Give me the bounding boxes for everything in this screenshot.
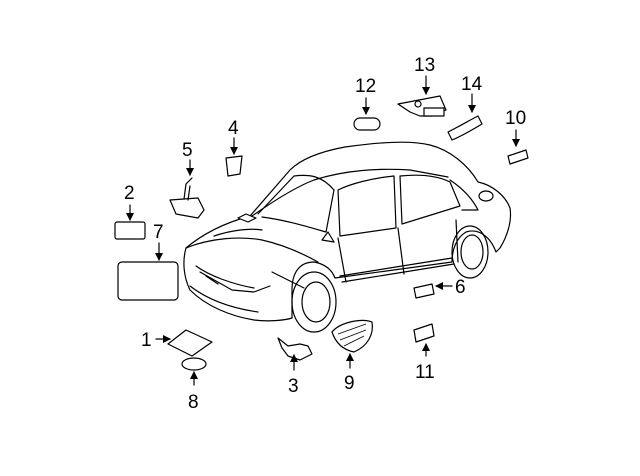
sedan-illustration bbox=[183, 141, 512, 333]
callout-1: 1 bbox=[141, 330, 152, 351]
callout-6: 6 bbox=[455, 277, 466, 298]
callout-9: 9 bbox=[344, 373, 355, 394]
callout-5: 5 bbox=[182, 140, 193, 161]
callout-13: 13 bbox=[414, 55, 435, 76]
part-8-plug-shape bbox=[181, 357, 207, 371]
callout-7: 7 bbox=[153, 222, 164, 243]
callout-14: 14 bbox=[461, 74, 483, 95]
part-10-label-shape bbox=[507, 149, 529, 165]
part-2-label-shape bbox=[114, 221, 146, 240]
part-12-shape bbox=[353, 117, 381, 131]
callout-2: 2 bbox=[124, 183, 135, 204]
callout-3: 3 bbox=[288, 376, 299, 397]
part-3-shape bbox=[277, 337, 313, 361]
part-6-label-shape bbox=[413, 283, 435, 299]
part-9-shape bbox=[331, 319, 373, 353]
callout-10: 10 bbox=[505, 108, 526, 129]
part-13-hole bbox=[414, 100, 422, 108]
part-11-label-shape bbox=[413, 323, 435, 343]
part-14-strip-shape bbox=[447, 115, 483, 141]
part-4-label-shape bbox=[225, 155, 243, 177]
part-5-shape bbox=[169, 197, 205, 219]
callout-4: 4 bbox=[228, 118, 239, 139]
part-7-label-shape bbox=[117, 261, 179, 301]
part-1-label-shape bbox=[167, 329, 213, 357]
callout-11: 11 bbox=[415, 362, 435, 383]
callout-8: 8 bbox=[188, 392, 199, 413]
part-13-tab bbox=[423, 107, 445, 117]
callout-12: 12 bbox=[355, 76, 376, 97]
